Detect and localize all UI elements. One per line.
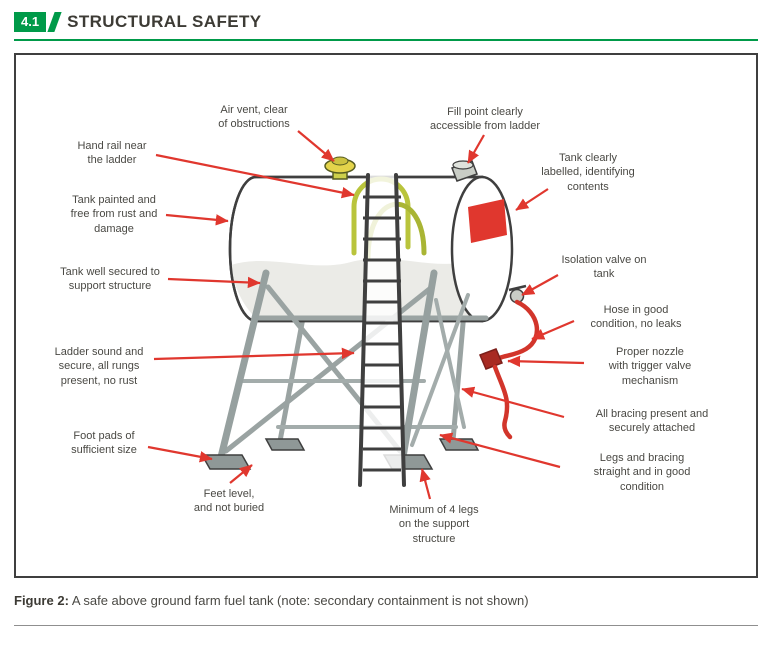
callout-feet-level: Feet level, and not buried <box>193 488 265 515</box>
ladder <box>358 173 406 487</box>
tank-diagram <box>147 130 585 500</box>
section-header: 4.1 STRUCTURAL SAFETY <box>14 12 758 32</box>
arrow-hand-rail <box>155 153 355 199</box>
arrow-hose <box>531 319 575 341</box>
figure-panel: Air vent, clear of obstructions Fill poi… <box>14 53 758 578</box>
arrow-fill-point <box>467 134 485 164</box>
callout-nozzle: Proper nozzle with trigger valve mechani… <box>608 346 692 387</box>
callout-fill-point: Fill point clearly accessible from ladde… <box>429 106 541 133</box>
figure-caption-label: Figure 2: <box>14 593 69 608</box>
section-number-badge: 4.1 <box>14 12 47 32</box>
page: 4.1 STRUCTURAL SAFETY <box>14 12 758 626</box>
header-rule <box>14 39 758 41</box>
callout-tank-secured: Tank well secured to support structure <box>60 266 160 293</box>
arrow-feet-level <box>229 464 253 484</box>
callout-air-vent: Air vent, clear of obstructions <box>218 104 290 131</box>
front-left-leg <box>217 269 270 461</box>
callout-bracing: All bracing present and securely attache… <box>595 408 709 435</box>
figure-caption-text: A safe above ground farm fuel tank (note… <box>71 593 529 608</box>
arrow-bracing <box>461 386 565 419</box>
foot-pad-back-left <box>264 438 306 451</box>
callout-arrows <box>147 130 585 500</box>
air-vent <box>324 156 356 180</box>
arrow-min-legs <box>419 468 432 500</box>
callout-foot-pads: Foot pads of sufficient size <box>71 430 137 457</box>
hose-lower <box>492 364 513 440</box>
callout-hand-rail: Hand rail near the ladder <box>77 140 147 167</box>
callout-legs-bracing: Legs and bracing straight and in good co… <box>593 452 691 493</box>
badge-slash-decoration <box>47 12 62 32</box>
front-right-leg <box>399 269 438 461</box>
callout-ladder-sound: Ladder sound and secure, all rungs prese… <box>54 346 144 387</box>
arrow-isolation-valve <box>521 274 559 296</box>
fuel-nozzle <box>479 348 503 370</box>
hose-upper <box>492 299 540 366</box>
arrow-ladder <box>153 347 355 361</box>
callout-min-legs: Minimum of 4 legs on the support structu… <box>389 504 479 545</box>
arrow-foot-pads <box>147 445 213 463</box>
arrow-tank-secured <box>167 276 261 289</box>
callout-tank-painted: Tank painted and free from rust and dama… <box>70 194 158 235</box>
tank-end-cap <box>450 175 514 323</box>
callout-hose: Hose in good condition, no leaks <box>590 304 682 331</box>
arrow-nozzle <box>507 355 585 368</box>
callout-tank-labelled: Tank clearly labelled, identifying conte… <box>541 152 635 193</box>
figure-caption: Figure 2: A safe above ground farm fuel … <box>14 593 758 608</box>
arrow-legs-bracing <box>439 432 561 469</box>
arrow-tank-label <box>515 188 549 211</box>
arrow-air-vent <box>297 130 335 162</box>
tank-contents-label-plate <box>468 199 507 243</box>
foot-pad-front-left <box>200 454 252 470</box>
callout-isolation-valve: Isolation valve on tank <box>561 254 647 281</box>
arrow-tank-painted <box>165 213 229 226</box>
page-bottom-rule <box>14 625 758 626</box>
page-title: STRUCTURAL SAFETY <box>67 12 262 31</box>
